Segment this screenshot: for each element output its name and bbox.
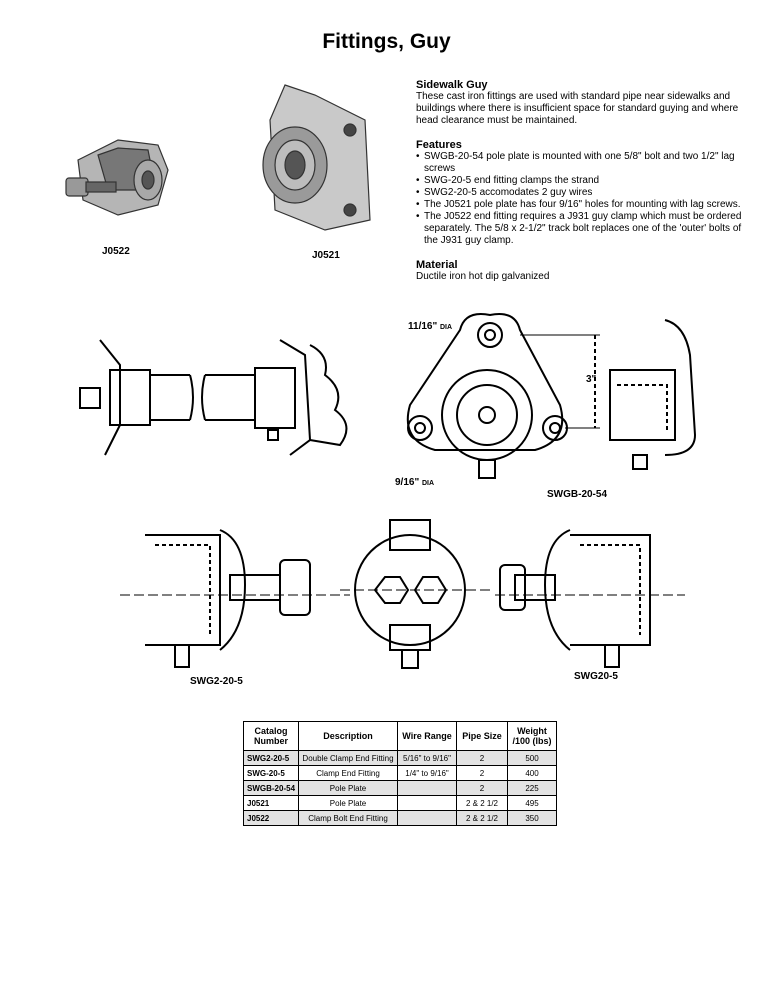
cell-wire-range (397, 810, 457, 826)
swgb-label: SWGB-20-54 (547, 489, 608, 500)
swg-label: SWG20-5 (574, 671, 618, 682)
table-row: SWG-20-5 Clamp End Fitting 1/4" to 9/16"… (243, 765, 557, 781)
cell-wire-range (397, 780, 457, 796)
feature-item: SWG-20-5 end fitting clamps the strand (416, 175, 746, 187)
header-catalog: Catalog Number (243, 721, 299, 751)
cell-catalog: SWG-20-5 (243, 765, 299, 781)
cell-catalog: J0521 (243, 795, 299, 811)
header-weight: Weight /100 (lbs) (507, 721, 557, 751)
feature-item: SWG2-20-5 accomodates 2 guy wires (416, 187, 746, 199)
table-row: SWG2-20-5 Double Clamp End Fitting 5/16"… (243, 750, 557, 766)
cell-pipe-size: 2 (456, 780, 508, 796)
material-heading: Material (416, 259, 458, 271)
header-wire-range: Wire Range (397, 721, 457, 751)
cell-description: Clamp Bolt End Fitting (298, 810, 398, 826)
dimension-3in-label: 3" (586, 374, 597, 385)
table-header-row: Catalog Number Description Wire Range Pi… (243, 721, 557, 751)
swgb-plate-drawing (406, 313, 600, 479)
dia-top-label: 11/16" (408, 321, 438, 332)
table-row: J0521 Pole Plate 2 & 2 1/2 495 (243, 795, 557, 811)
cell-pipe-size: 2 (456, 765, 508, 781)
cell-wire-range: 5/16" to 9/16" (397, 750, 457, 766)
dia-bottom-label: 9/16" (395, 477, 420, 488)
cell-weight: 350 (507, 810, 557, 826)
description-heading: Sidewalk Guy (416, 79, 488, 91)
header-pipe-size: Pipe Size (456, 721, 508, 751)
cell-wire-range (397, 795, 457, 811)
table-row: J0522 Clamp Bolt End Fitting 2 & 2 1/2 3… (243, 810, 557, 826)
features-list: SWGB-20-54 pole plate is mounted with on… (416, 151, 746, 247)
features-heading: Features (416, 139, 462, 151)
pipe-assembly-drawing (79, 339, 348, 456)
description-body: These cast iron fittings are used with s… (416, 91, 739, 126)
cell-weight: 500 (507, 750, 557, 766)
material-text: Ductile iron hot dip galvanized (416, 271, 550, 282)
j0522-caption: J0522 (102, 246, 130, 257)
spec-table: Catalog Number Description Wire Range Pi… (243, 721, 557, 826)
cell-catalog: SWGB-20-54 (243, 780, 299, 796)
cell-description: Clamp End Fitting (298, 765, 398, 781)
cell-catalog: J0522 (243, 810, 299, 826)
cell-description: Pole Plate (298, 795, 398, 811)
cell-catalog: SWG2-20-5 (243, 750, 299, 766)
page-title: Fittings, Guy (322, 30, 451, 53)
feature-item: The J0521 pole plate has four 9/16" hole… (416, 199, 746, 211)
cell-description: Double Clamp End Fitting (298, 750, 398, 766)
end-view-drawing (340, 519, 490, 669)
cell-description: Pole Plate (298, 780, 398, 796)
j0521-photo (262, 84, 371, 231)
j0521-caption: J0521 (312, 250, 340, 261)
header-description: Description (298, 721, 398, 751)
swg2-label: SWG2-20-5 (190, 676, 243, 687)
cell-pipe-size: 2 (456, 750, 508, 766)
dia-top-suffix: DIA (440, 324, 453, 331)
feature-item: SWGB-20-54 pole plate is mounted with on… (416, 151, 746, 175)
cell-weight: 495 (507, 795, 557, 811)
description-block: Sidewalk Guy These cast iron fittings ar… (416, 79, 746, 283)
cell-weight: 225 (507, 780, 557, 796)
cell-wire-range: 1/4" to 9/16" (397, 765, 457, 781)
swg2-side-drawing (120, 529, 350, 668)
feature-item: The J0522 end fitting requires a J931 gu… (416, 211, 746, 247)
cell-pipe-size: 2 & 2 1/2 (456, 810, 508, 826)
cell-pipe-size: 2 & 2 1/2 (456, 795, 508, 811)
swg-side-drawing (495, 529, 685, 668)
cell-weight: 400 (507, 765, 557, 781)
table-row: SWGB-20-54 Pole Plate 2 225 (243, 780, 557, 796)
swgb-side-drawing (609, 319, 697, 470)
j0522-photo (65, 139, 169, 216)
dia-bottom-suffix: DIA (422, 480, 435, 487)
